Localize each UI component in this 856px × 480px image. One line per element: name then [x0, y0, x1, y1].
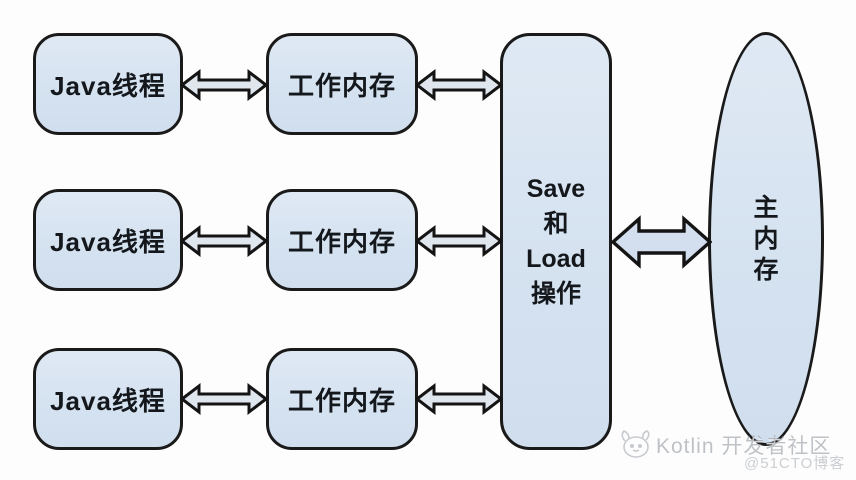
- double-arrow-icon-java3-work3: [180, 382, 268, 416]
- save-load-box: Save 和 Load 操作: [500, 33, 612, 450]
- main-memory-ellipse: 主 内 存: [708, 32, 824, 446]
- java-thread-label-2: Java线程: [50, 226, 166, 257]
- double-arrow-icon-saveload-mainmemory: [611, 215, 712, 269]
- double-arrow-icon-work2-saveload: [415, 224, 503, 258]
- main-memory-char-1: 主: [753, 193, 779, 222]
- double-arrow-icon-work3-saveload: [415, 382, 503, 416]
- main-memory-char-2: 内: [753, 224, 779, 253]
- working-memory-label-3: 工作内存: [287, 385, 396, 416]
- working-memory-box-3: 工作内存: [266, 348, 418, 450]
- working-memory-box-1: 工作内存: [266, 33, 418, 135]
- java-thread-box-3: Java线程: [33, 348, 183, 450]
- double-arrow-icon-java1-work1: [180, 68, 268, 102]
- double-arrow-icon-java2-work2: [180, 224, 268, 258]
- save-load-line-4: 操作: [530, 279, 581, 308]
- java-thread-box-2: Java线程: [33, 189, 183, 291]
- working-memory-label-1: 工作内存: [287, 70, 396, 101]
- save-load-line-2: 和: [543, 209, 569, 238]
- java-thread-label-1: Java线程: [50, 70, 166, 101]
- working-memory-box-2: 工作内存: [266, 189, 418, 291]
- mascot-face-icon: [621, 430, 650, 458]
- watermark-community-text: Kotlin 开发者社区: [656, 435, 832, 458]
- save-load-line-3: Load: [526, 244, 586, 273]
- double-arrow-icon-work1-saveload: [415, 68, 503, 102]
- watermark-blog-text: @51CTO博客: [744, 455, 846, 472]
- main-memory-char-3: 存: [753, 255, 779, 284]
- save-load-line-1: Save: [526, 174, 586, 203]
- java-thread-box-1: Java线程: [33, 33, 183, 135]
- working-memory-label-2: 工作内存: [287, 226, 396, 257]
- java-thread-label-3: Java线程: [50, 385, 166, 416]
